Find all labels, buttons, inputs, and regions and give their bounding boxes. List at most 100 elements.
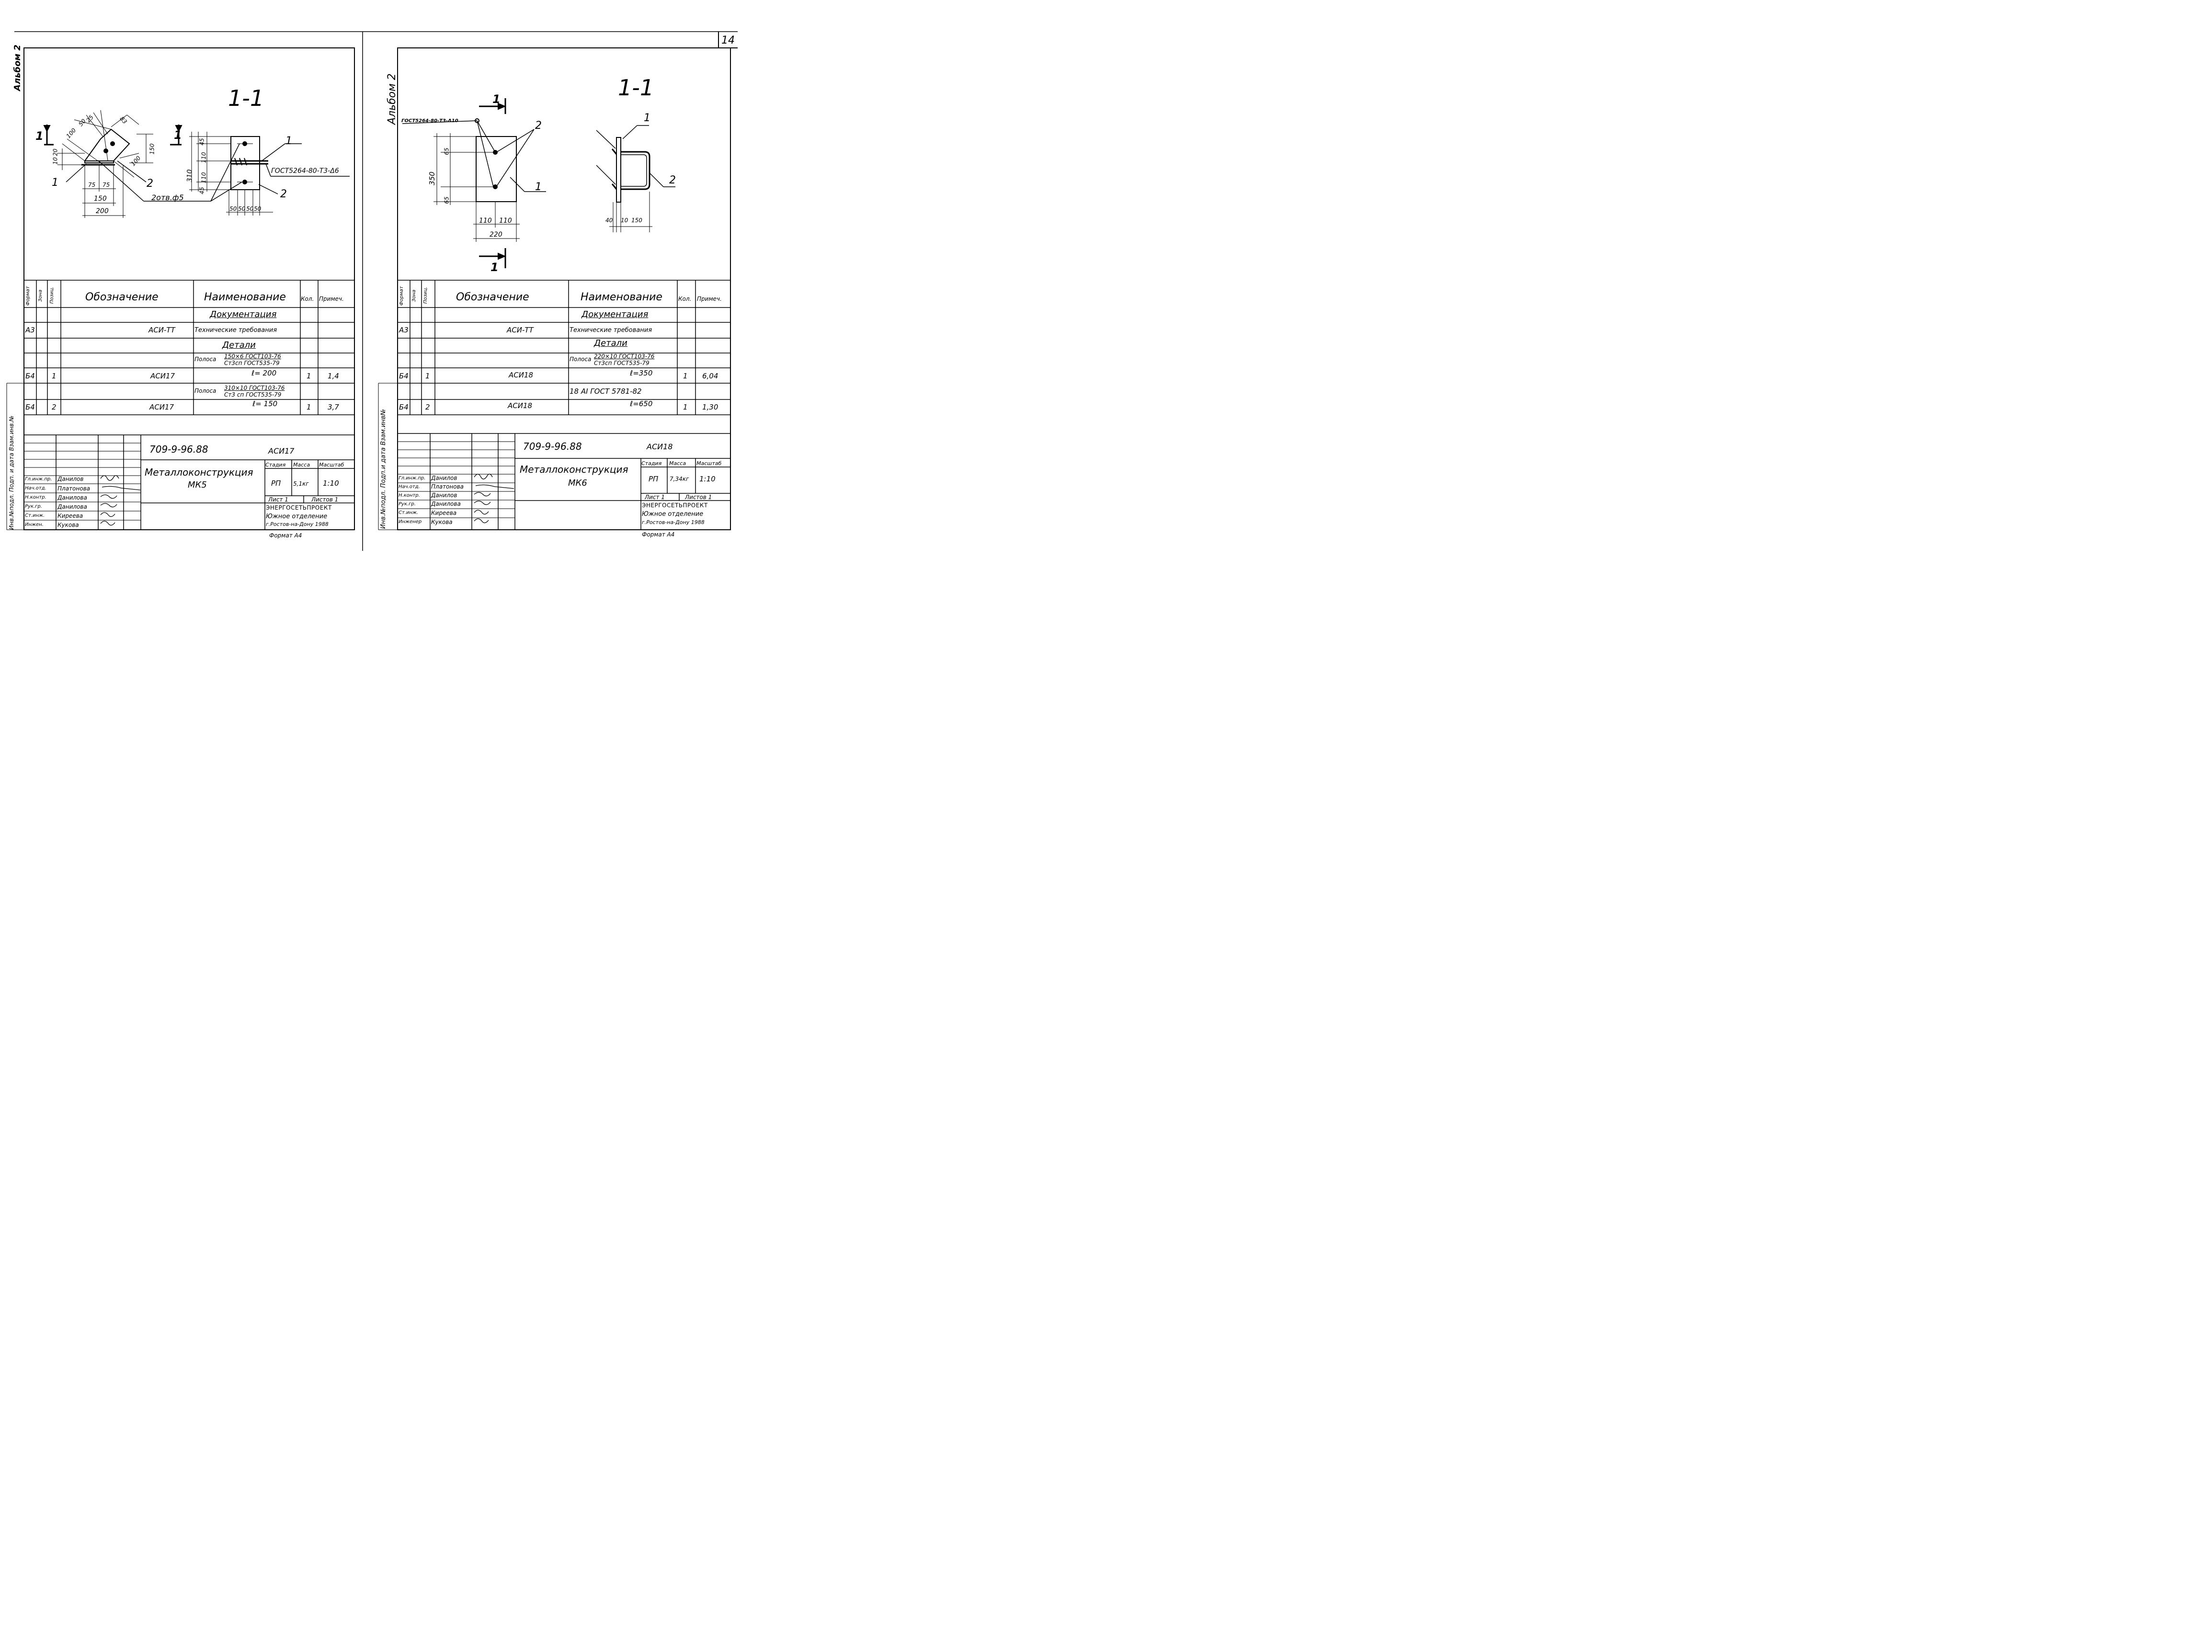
- table-row: АСИ17: [150, 372, 175, 380]
- left-title: Металлоконструкция: [145, 467, 253, 478]
- left-sheets-count: Листов 1: [311, 496, 339, 503]
- table-row: ℓ=650: [630, 399, 653, 408]
- left-person-1: Платонова: [57, 485, 90, 492]
- left-person-3: Данилова: [57, 503, 87, 510]
- right-doc-mark: АСИ18: [647, 442, 673, 451]
- left-margin-stamp-label: Инв.№подл. Подп. и дата Взам.инв.№: [8, 415, 15, 530]
- table-row: 6,04: [702, 372, 718, 380]
- right-person-3: Данилова: [431, 501, 461, 507]
- left-subtitle: МК5: [188, 480, 207, 490]
- right-pos-2a: 2: [535, 120, 542, 132]
- right-margin-stamp-label: Инв.№подл. Подп.и дата Взам.инв№: [380, 409, 387, 529]
- dim-65b: 65: [443, 196, 450, 204]
- right-org-name: ЭНЕРГОСЕТЬПРОЕКТ: [642, 502, 708, 509]
- left-person-5: Кукова: [57, 522, 79, 528]
- table-row: АСИ-ТТ: [148, 326, 175, 334]
- table-row: АСИ17: [149, 403, 174, 411]
- right-doc-code: 709-9-96.88: [523, 441, 582, 452]
- left-title-block-grid: [24, 434, 354, 530]
- left-role-1: Нач.отд.: [25, 486, 46, 491]
- left-frame: [23, 47, 355, 530]
- table-row: АСИ18: [509, 371, 534, 379]
- table-row: 1: [307, 372, 311, 380]
- dim-20: 20: [52, 148, 59, 156]
- table-row: Технические требования: [570, 327, 652, 334]
- table-row: Детали: [222, 340, 256, 350]
- table-row: 1: [425, 372, 430, 380]
- right-role-4: Ст.инж.: [399, 510, 419, 515]
- table-row: 150×6 ГОСТ103-76: [224, 353, 281, 360]
- table-row: Полоса: [194, 387, 217, 394]
- right-header-name: Наименование: [581, 291, 662, 303]
- dim-50c: 50: [246, 205, 254, 212]
- left-role-3: Рук.гр.: [25, 504, 42, 509]
- table-row: Ст3 сп ГОСТ535-79: [224, 391, 282, 398]
- left-person-4: Киреева: [57, 513, 83, 519]
- right-role-1: Нач.отд.: [399, 484, 420, 490]
- left-role-5: Инжен.: [25, 522, 44, 527]
- right-pos-2b: 2: [669, 174, 676, 186]
- left-pos-1b: 1: [285, 135, 292, 147]
- right-person-2: Данилов: [431, 492, 457, 499]
- table-row: Полоса: [570, 356, 592, 363]
- dim-110b: 110: [200, 172, 207, 183]
- left-org-city: г.Ростов-на-Дону 1988: [266, 521, 329, 527]
- right-stage-header: Стадия: [641, 460, 662, 467]
- left-spec-grid: [24, 280, 354, 415]
- right-title-block-grid: [398, 433, 730, 530]
- table-row: Б4: [399, 403, 409, 411]
- right-cut-mark-b: 1: [490, 261, 499, 274]
- left-doc-code: 709-9-96.88: [149, 444, 208, 455]
- right-header-qty: Кол.: [678, 296, 692, 302]
- table-row: 18 АI ГОСТ 5781-82: [570, 387, 642, 396]
- left-signatures: [100, 475, 141, 526]
- right-spec-grid: [398, 280, 730, 415]
- left-header-qty: Кол.: [301, 296, 314, 302]
- table-row: Детали: [594, 338, 627, 348]
- table-row: Документация: [582, 309, 649, 319]
- dim-75b: 75: [103, 182, 110, 188]
- dim-45b: 45: [198, 187, 205, 194]
- right-role-3: Рук.гр.: [399, 501, 416, 507]
- table-row: АСИ-ТТ: [507, 326, 534, 334]
- right-stage: РП: [649, 475, 659, 483]
- table-row: 220×10 ГОСТ103-76: [594, 353, 655, 360]
- right-mass: 7,34кг: [670, 476, 689, 482]
- table-row: 1: [683, 403, 688, 411]
- dim-110a: 110: [200, 152, 207, 163]
- dim-40: 40: [605, 217, 613, 224]
- right-header-zone: Зона: [411, 289, 417, 302]
- table-row: ℓ= 200: [251, 369, 277, 377]
- right-role-5: Инженер: [399, 519, 422, 524]
- dim-10: 10: [52, 157, 59, 165]
- table-row: АСИ18: [508, 401, 533, 410]
- table-row: Б4: [25, 372, 35, 380]
- right-role-0: Гл.инж.пр.: [399, 476, 426, 481]
- right-title: Металлоконструкция: [520, 464, 628, 475]
- left-person-2: Данилова: [57, 494, 87, 501]
- left-scale-header: Масштаб: [319, 462, 344, 468]
- left-role-2: Н.контр.: [25, 495, 46, 500]
- left-drawing-section: [189, 132, 350, 216]
- left-org-name: ЭНЕРГОСЕТЬПРОЕКТ: [266, 504, 332, 511]
- right-cut-mark-a: 1: [492, 92, 501, 106]
- dim-50d: 50: [254, 205, 262, 212]
- dim-10: 10: [621, 217, 628, 224]
- table-row: 1: [52, 372, 57, 380]
- table-row: 1: [683, 372, 688, 380]
- table-row: 3,7: [328, 403, 339, 411]
- table-row: 310×10 ГОСТ103-76: [224, 385, 285, 391]
- left-pos-2a: 2: [147, 178, 153, 190]
- dim-110-right-b: 110: [499, 217, 512, 225]
- table-row: Ст3сп ГОСТ535-79: [224, 360, 280, 366]
- table-row: ℓ=350: [630, 369, 653, 377]
- table-row: Технические требования: [194, 327, 277, 334]
- left-mass-header: Масса: [293, 462, 310, 468]
- left-header-zone: Зона: [38, 289, 43, 302]
- right-pos-1a: 1: [535, 181, 542, 193]
- left-header-name: Наименование: [204, 291, 286, 303]
- right-person-1: Платонова: [431, 483, 464, 490]
- left-org-division: Южное отделение: [266, 513, 328, 520]
- left-stage-header: Стадия: [265, 462, 286, 468]
- right-format-label: Формат А4: [642, 531, 675, 538]
